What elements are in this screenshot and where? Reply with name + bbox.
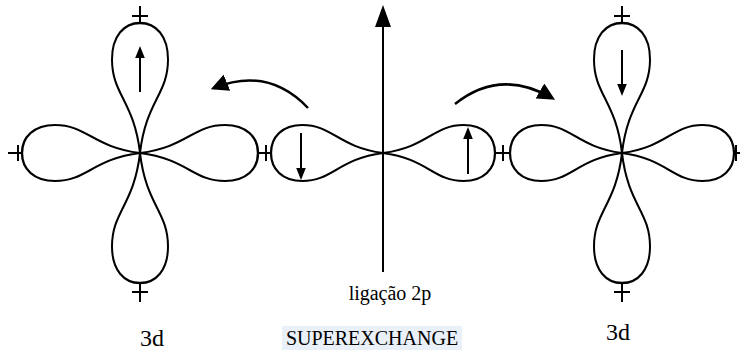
spin-arrows bbox=[140, 50, 622, 174]
orbital-label-wrap: ligação 2p bbox=[349, 282, 432, 304]
d-orbital-left bbox=[22, 23, 258, 283]
hopping-arrows bbox=[214, 80, 552, 108]
d-orbital-right bbox=[510, 23, 734, 283]
orbital-label: 3d bbox=[140, 325, 164, 351]
caption-label-wrap: SUPEREXCHANGE bbox=[282, 326, 462, 350]
axis-lines bbox=[8, 6, 740, 302]
orbital-label: ligação 2p bbox=[349, 282, 432, 304]
caption-label: SUPEREXCHANGE bbox=[282, 326, 462, 350]
orbital-label: 3d bbox=[606, 319, 630, 345]
orbital-label-wrap: 3d bbox=[140, 325, 164, 351]
orbital-label-wrap: 3d bbox=[606, 319, 630, 345]
field-arrow bbox=[375, 5, 391, 272]
